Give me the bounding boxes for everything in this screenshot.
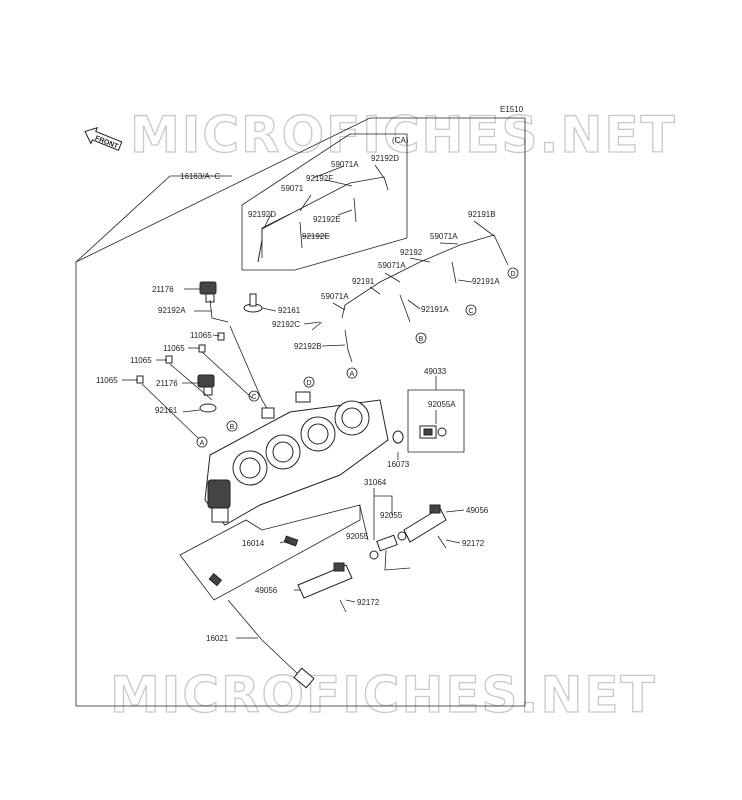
injector-49033-box <box>407 389 465 453</box>
label-92172-lower: 92172 <box>357 598 380 607</box>
label-92172-upper: 92172 <box>462 539 485 548</box>
callout-d-body: D <box>303 376 315 388</box>
label-92192e-1: 92192E <box>313 215 341 224</box>
injector-49033 <box>419 425 447 439</box>
callout-d-top: D <box>507 267 519 279</box>
label-59071a-4: 59071A <box>321 292 349 301</box>
front-arrow-icon: FRONT <box>84 126 123 151</box>
main-frame <box>75 117 526 707</box>
label-11065-c: 11065 <box>130 356 152 365</box>
label-11065-b: 11065 <box>163 344 185 353</box>
cap-11065-b <box>198 344 206 353</box>
label-92192c: 92192C <box>272 320 300 329</box>
svg-text:D: D <box>510 271 515 278</box>
label-16021: 16021 <box>206 634 229 643</box>
sensor-21176-top <box>199 281 217 303</box>
label-92192f: 92192F <box>306 174 333 183</box>
label-92192e-2: 92192E <box>302 232 330 241</box>
label-16073: 16073 <box>387 460 410 469</box>
subframe-lower <box>179 504 361 601</box>
sensor-16014 <box>283 535 299 547</box>
ca-label: (CA) <box>392 136 409 145</box>
label-92192: 92192 <box>400 248 423 257</box>
watermark-top: MICROFICHES.NET <box>130 106 677 164</box>
label-92192d-2: 92192D <box>248 210 276 219</box>
label-92191b: 92191B <box>468 210 496 219</box>
svg-text:A: A <box>200 440 205 447</box>
cap-11065-d <box>136 375 144 384</box>
label-92192d-1: 92192D <box>371 154 399 163</box>
label-11065-d: 11065 <box>96 376 118 385</box>
label-92191a-1: 92191A <box>472 277 500 286</box>
delivery-pipe-49056-upper <box>403 504 447 549</box>
label-16014: 16014 <box>242 539 265 548</box>
callout-b-top: B <box>415 332 427 344</box>
label-49033: 49033 <box>424 367 447 376</box>
label-59071a-3: 59071A <box>378 261 406 270</box>
label-92192b: 92192B <box>294 342 322 351</box>
label-49056-upper: 49056 <box>466 506 489 515</box>
delivery-pipe-49056-lower <box>297 562 353 613</box>
svg-text:C: C <box>468 308 473 315</box>
label-59071a-2: 59071A <box>430 232 458 241</box>
callout-a-top: A <box>346 367 358 379</box>
sensor-21176-lower <box>197 374 215 396</box>
label-31064: 31064 <box>364 478 387 487</box>
callout-a-body: A <box>196 436 208 448</box>
svg-text:B: B <box>230 424 235 431</box>
ca-subframe <box>241 133 408 271</box>
cap-11065-a <box>217 332 225 341</box>
label-59071: 59071 <box>281 184 304 193</box>
label-92161-top: 92161 <box>278 306 301 315</box>
svg-text:A: A <box>350 371 355 378</box>
label-92055-a: 92055 <box>380 511 403 520</box>
label-16163: 16163/A~C <box>180 172 220 181</box>
cap-11065-c <box>165 355 173 364</box>
callout-c-top: C <box>465 304 477 316</box>
label-59071a-1: 59071A <box>331 160 359 169</box>
cable-16021 <box>208 573 315 689</box>
label-21176-lower: 21176 <box>156 379 178 388</box>
label-92055a: 92055A <box>428 400 456 409</box>
label-21176-top: 21176 <box>152 285 174 294</box>
svg-text:B: B <box>419 336 424 343</box>
callout-c-body: C <box>248 390 260 402</box>
watermark-bottom: MICROFICHES.NET <box>110 666 657 724</box>
throttle-body-assembly <box>204 391 389 526</box>
svg-text:D: D <box>306 380 311 387</box>
fuel-pipe-31064 <box>369 531 411 571</box>
callout-b-body: B <box>226 420 238 432</box>
label-92192a: 92192A <box>158 306 186 315</box>
diagram-code: E1510 <box>500 105 524 114</box>
label-92191a-2: 92191A <box>421 305 449 314</box>
label-92161-lower: 92161 <box>155 406 178 415</box>
svg-text:C: C <box>251 394 256 401</box>
label-92191: 92191 <box>352 277 375 286</box>
seal-16073 <box>392 430 404 444</box>
fitting-92161-top <box>243 293 263 313</box>
label-11065-a: 11065 <box>190 331 212 340</box>
label-92055-b: 92055 <box>346 532 369 541</box>
fitting-92161-lower <box>199 403 217 413</box>
label-49056-lower: 49056 <box>255 586 278 595</box>
